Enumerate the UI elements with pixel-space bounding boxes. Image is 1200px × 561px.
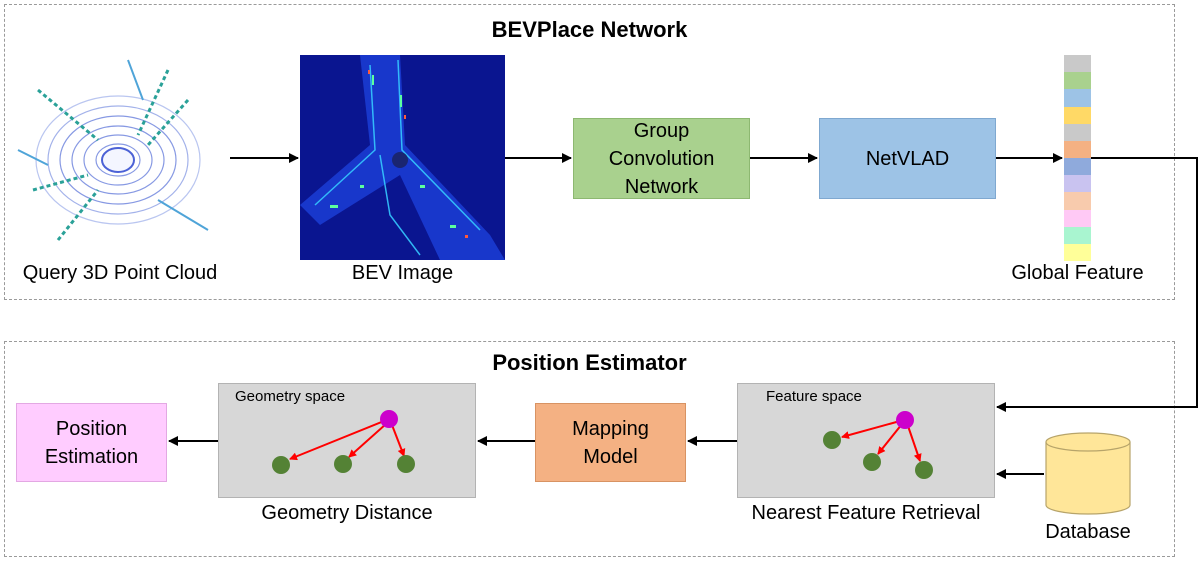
- feature-edge-2: [877, 423, 903, 455]
- nearest-feature-retrieval-label: Nearest Feature Retrieval: [751, 502, 981, 524]
- feature-segment-7: [1064, 158, 1091, 176]
- feature-segment-6: [1064, 140, 1091, 159]
- feature-candidate-node-1: [823, 431, 841, 449]
- section-title-estimator: Position Estimator: [492, 350, 687, 375]
- geometry-space-panel: Geometry space: [218, 383, 476, 498]
- geometry-candidate-node-1: [272, 456, 290, 474]
- feature-segment-1: [1064, 55, 1091, 73]
- database-label: Database: [1045, 521, 1131, 543]
- geometry-query-node: [380, 410, 398, 428]
- feature-candidate-node-3: [915, 461, 933, 479]
- group-conv-line-3: Network: [624, 175, 699, 198]
- feature-edge-3: [907, 425, 922, 462]
- feature-space-panel: Feature space: [737, 383, 995, 498]
- feature-segment-11: [1064, 226, 1091, 244]
- section-title-network: BEVPlace Network: [491, 17, 688, 42]
- query-point-cloud-label: Query 3D Point Cloud: [22, 262, 218, 284]
- feature-edge-1: [841, 420, 901, 439]
- mapping-model-box: Mapping Model: [535, 403, 686, 482]
- geometry-space-title: Geometry space: [235, 388, 346, 405]
- bevplace-network-section: BEVPlace Network: [4, 4, 1175, 300]
- feature-segment-2: [1064, 72, 1091, 90]
- feature-segment-4: [1064, 106, 1091, 124]
- geometry-edge-1: [289, 420, 385, 461]
- netvlad-box: NetVLAD: [819, 118, 996, 199]
- feature-segment-8: [1064, 175, 1091, 193]
- global-feature-vector: [1064, 55, 1091, 262]
- netvlad-label: NetVLAD: [865, 147, 950, 170]
- group-conv-line-2: Convolution: [608, 147, 715, 170]
- arrow-feature-to-feature-space: [996, 157, 1198, 412]
- mapping-model-line-2: Model: [583, 445, 638, 468]
- position-estimation-line-2: Estimation: [44, 445, 139, 468]
- geometry-distance-label: Geometry Distance: [261, 502, 433, 524]
- feature-segment-5: [1064, 123, 1091, 141]
- feature-segment-12: [1064, 243, 1091, 262]
- bev-image: [300, 55, 505, 260]
- group-convolution-network-box: Group Convolution Network: [573, 118, 750, 199]
- geometry-candidate-node-3: [397, 455, 415, 473]
- geometry-edge-3: [391, 424, 406, 457]
- position-estimator-section: Position Estimator: [4, 341, 1175, 557]
- position-estimation-box: Position Estimation: [16, 403, 167, 482]
- geometry-candidate-node-2: [334, 455, 352, 473]
- feature-space-title: Feature space: [766, 388, 862, 405]
- position-estimation-line-1: Position: [55, 417, 128, 440]
- feature-segment-9: [1064, 192, 1091, 210]
- geometry-edge-2: [348, 423, 387, 458]
- feature-query-node: [896, 411, 914, 429]
- feature-candidate-node-2: [863, 453, 881, 471]
- bev-image-label: BEV Image: [351, 262, 454, 284]
- feature-segment-3: [1064, 89, 1091, 107]
- mapping-model-line-1: Mapping: [572, 417, 649, 440]
- feature-segment-10: [1064, 209, 1091, 227]
- group-conv-line-1: Group: [633, 119, 690, 142]
- global-feature-label: Global Feature: [1011, 262, 1144, 284]
